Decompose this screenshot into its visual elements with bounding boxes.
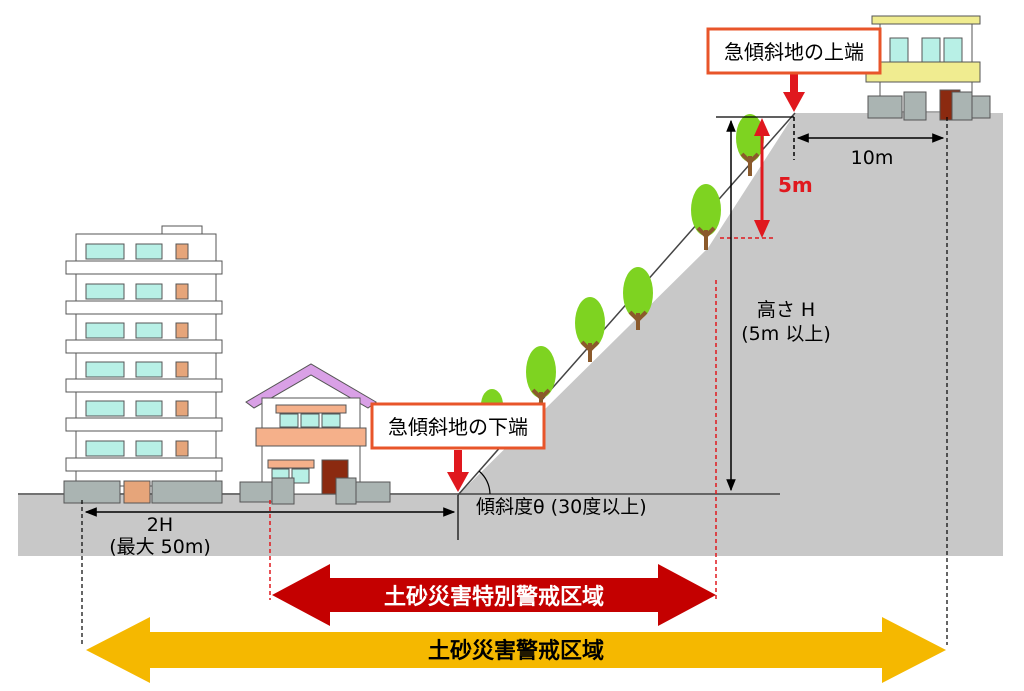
house-at-base bbox=[239, 363, 391, 505]
top-edge-label: 急傾斜地の上端 bbox=[724, 40, 864, 64]
warning-zone-label: 土砂災害警戒区域 bbox=[428, 638, 604, 664]
bottom-edge-pointer bbox=[447, 450, 469, 492]
tree bbox=[736, 114, 764, 176]
tree bbox=[691, 184, 721, 250]
trees bbox=[481, 114, 764, 440]
special-warning-zone-label: 土砂災害特別警戒区域 bbox=[384, 584, 604, 610]
top-edge-callout: 急傾斜地の上端 bbox=[706, 27, 882, 75]
tree bbox=[575, 297, 605, 362]
house-on-top bbox=[865, 15, 991, 121]
tree bbox=[623, 267, 653, 330]
tree bbox=[526, 346, 556, 410]
slope-angle-label: 傾斜度θ (30度以上) bbox=[476, 496, 647, 518]
distance-2h-sublabel: (最大 50m) bbox=[109, 536, 211, 558]
height-h-label: 高さ H bbox=[757, 299, 815, 321]
warning-zone-arrow: 土砂災害警戒区域 bbox=[86, 617, 946, 683]
angle-arc bbox=[478, 470, 491, 495]
bottom-edge-label: 急傾斜地の下端 bbox=[388, 415, 528, 439]
apartment-building bbox=[63, 225, 223, 504]
height-5m-label: 5m bbox=[778, 173, 813, 197]
height-5m-arrow bbox=[754, 118, 770, 238]
special-warning-zone-arrow: 土砂災害特別警戒区域 bbox=[272, 564, 716, 626]
distance-10m-label: 10m bbox=[851, 147, 894, 169]
bottom-edge-callout: 急傾斜地の下端 bbox=[370, 402, 546, 450]
height-h-sublabel: (5m 以上) bbox=[741, 323, 830, 345]
top-edge-pointer bbox=[783, 74, 805, 112]
distance-2h-label: 2H bbox=[147, 514, 173, 536]
